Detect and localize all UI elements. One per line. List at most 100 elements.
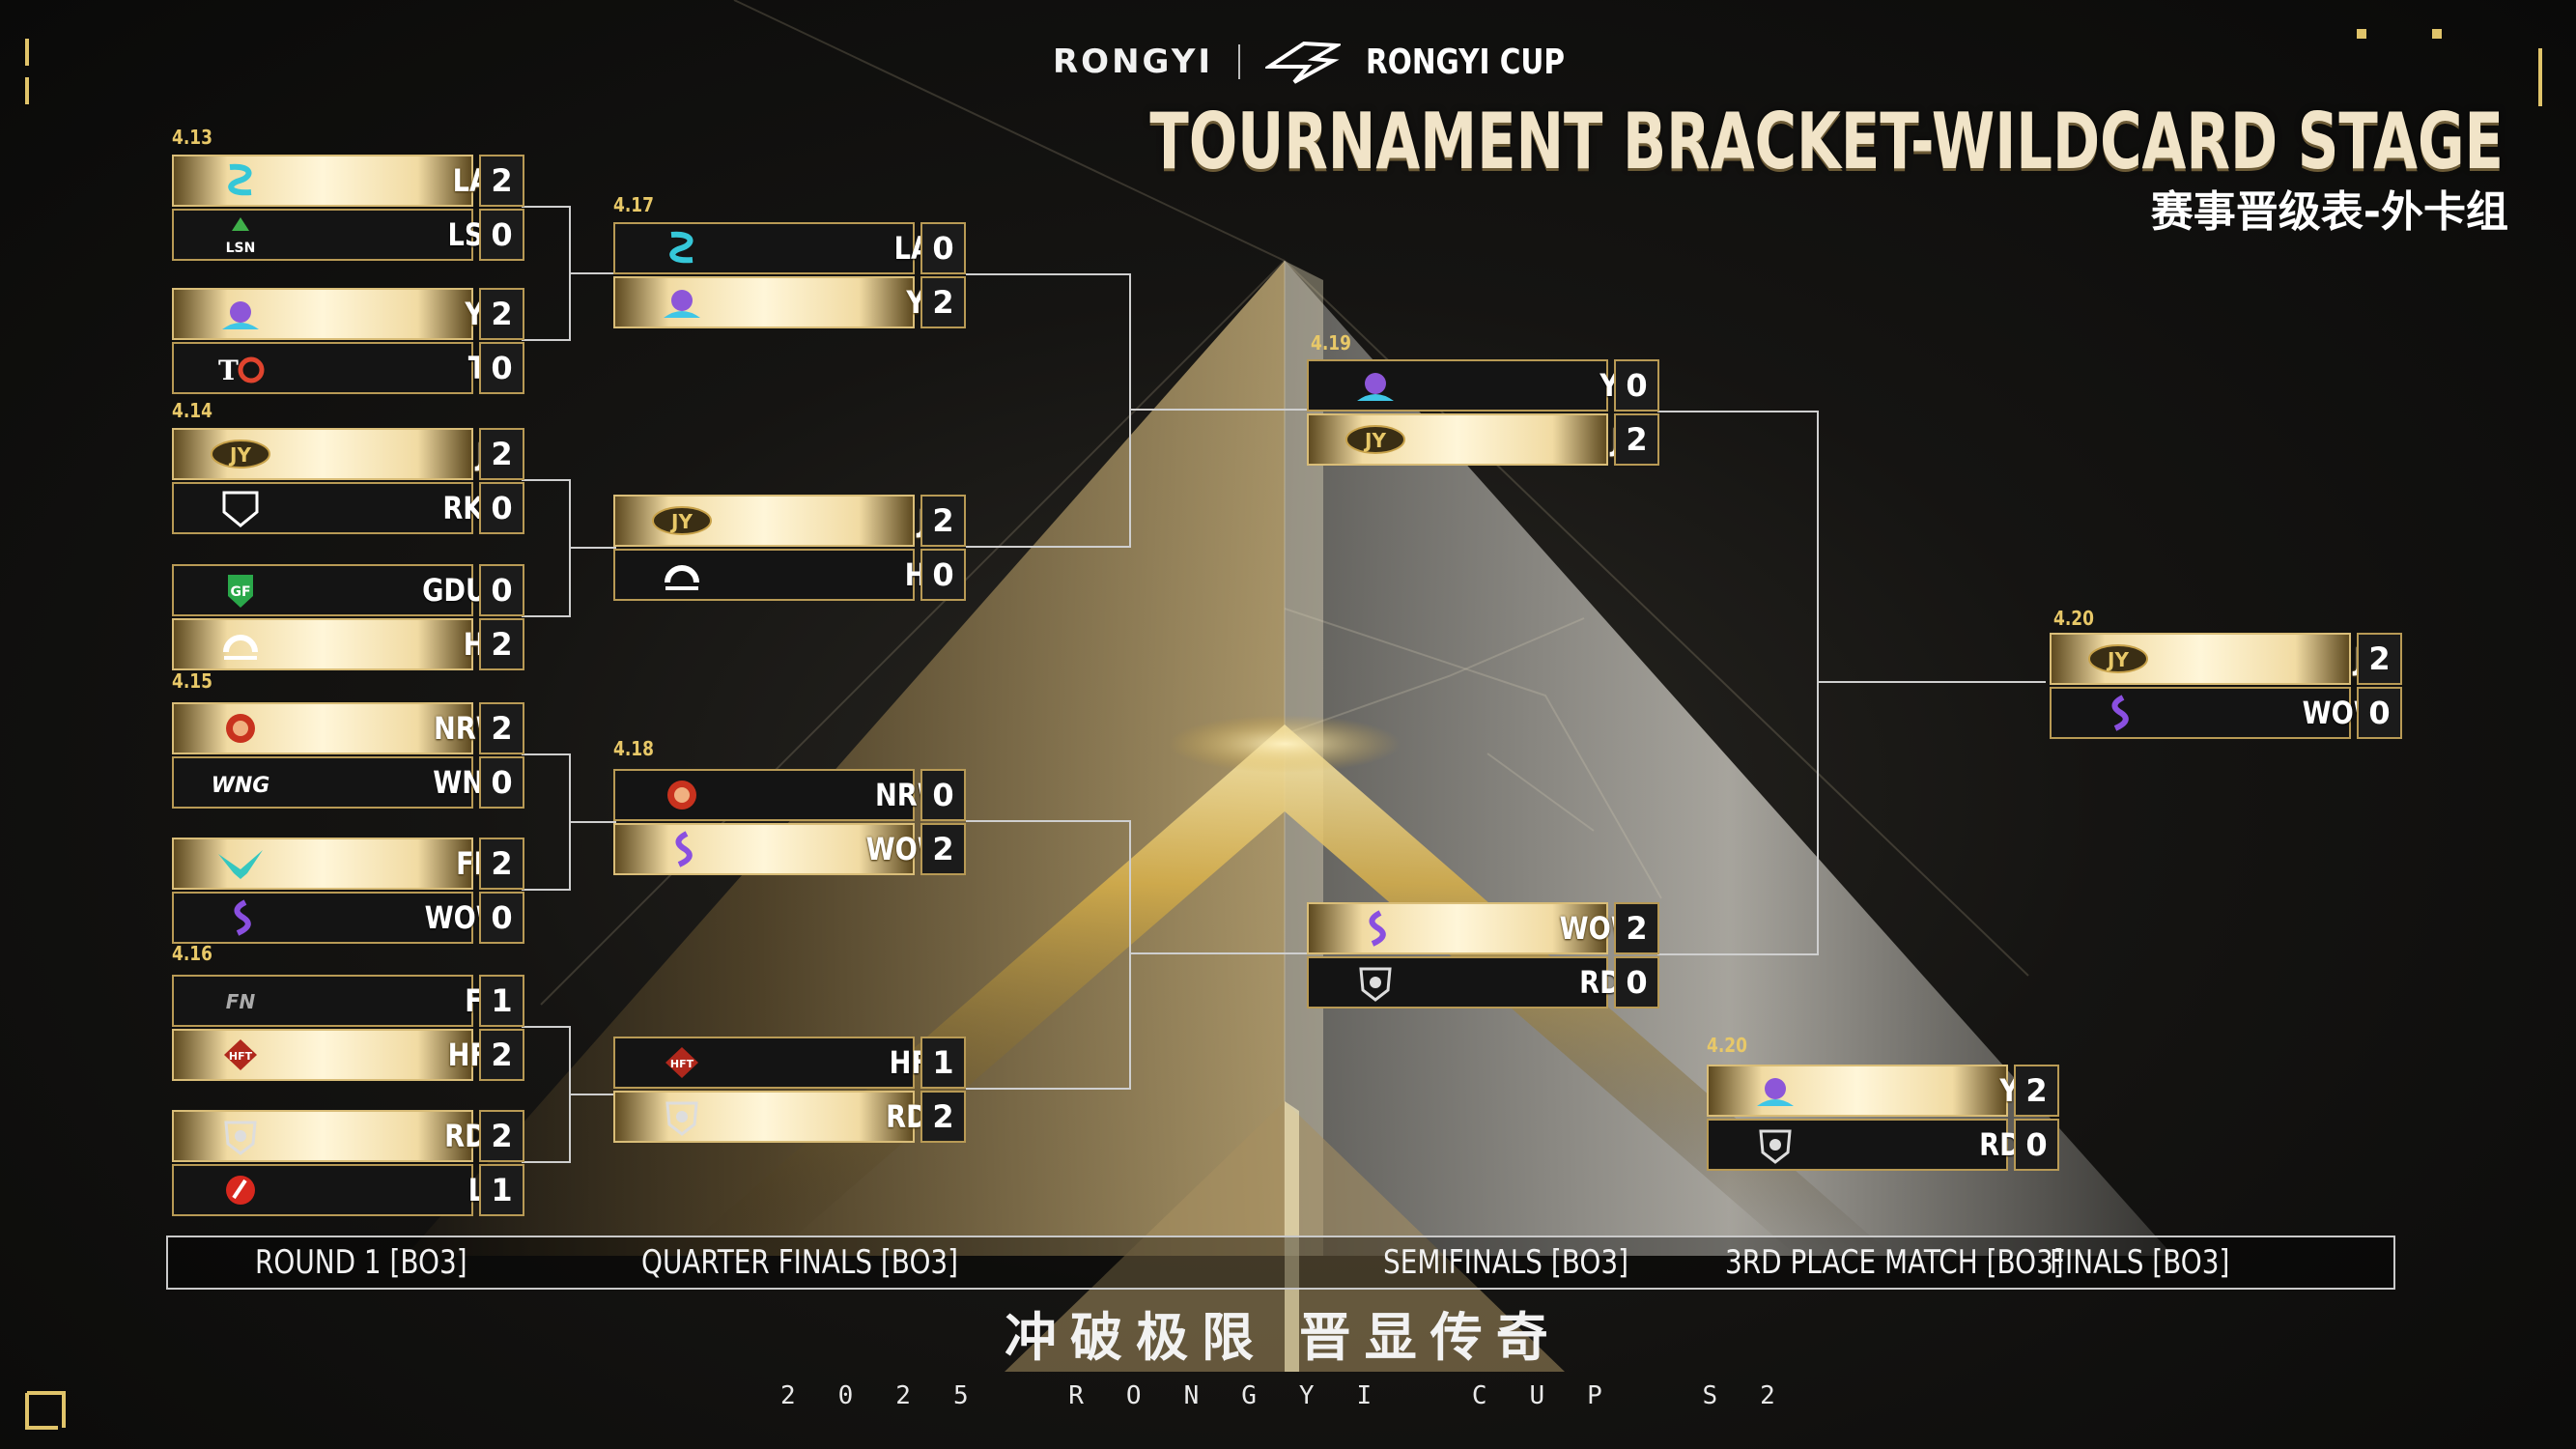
team-cell — [172, 564, 473, 616]
gf-green-shield-icon: GF — [228, 575, 253, 608]
team-score: 2 — [479, 1110, 524, 1162]
purple-ribbon-icon — [675, 831, 693, 867]
team-cell — [172, 702, 473, 754]
slogan: 冲破极限 晋显传奇 — [1005, 1307, 1562, 1368]
team-cell — [172, 482, 473, 534]
date-label: 4.13 — [172, 126, 212, 149]
rds-tiger-icon — [665, 1101, 698, 1136]
team-score: 0 — [479, 209, 524, 261]
team-row: FNFN1 — [172, 975, 524, 1027]
team-score: 1 — [920, 1037, 966, 1089]
team-score: 2 — [479, 288, 524, 340]
page-subtitle: 赛事晋级表-外卡组 — [2150, 187, 2508, 237]
team-score: 2 — [479, 838, 524, 890]
team-score: 2 — [1614, 413, 1659, 466]
svg-text:JY: JY — [2106, 648, 2129, 671]
team-cell — [172, 209, 473, 261]
team-cell — [172, 618, 473, 670]
team-score: 0 — [479, 892, 524, 944]
purple-ribbon-icon — [234, 899, 251, 936]
rkg-shield-icon — [222, 491, 259, 527]
purple-creature-icon — [1357, 373, 1394, 401]
svg-text:HFT: HFT — [670, 1058, 694, 1070]
purple-ribbon-icon — [1369, 910, 1386, 947]
jy-gold-badge-icon: JY — [2088, 644, 2148, 673]
brand-divider — [1237, 44, 1240, 79]
team-cell — [172, 1029, 473, 1081]
hr-rainbow-icon — [665, 565, 699, 590]
team-score: 2 — [920, 495, 966, 547]
rongyi-cup-logo-icon — [1264, 41, 1341, 84]
svg-text:T: T — [218, 355, 239, 386]
team-cell — [172, 342, 473, 394]
team-score: 0 — [479, 756, 524, 809]
team-cell — [613, 1091, 915, 1143]
rds-tiger-icon — [1759, 1129, 1792, 1164]
jy-gold-badge-icon: JY — [652, 506, 712, 535]
team-cell — [613, 549, 915, 601]
teal-bird-icon — [218, 850, 263, 879]
seahawk-s-icon — [669, 231, 694, 264]
team-cell — [613, 276, 915, 328]
team-cell — [172, 1110, 473, 1162]
svg-text:WNG: WNG — [212, 774, 270, 798]
match-sf1: YU0JYJY2 — [1307, 359, 1659, 468]
hr-rainbow-icon — [223, 635, 258, 660]
stage-label-semifinals: SEMIFINALS [BO3] — [1383, 1243, 1628, 1282]
bracket-connectors — [522, 206, 2046, 1163]
team-cell — [613, 1037, 915, 1089]
lsn-tree-icon: LSN — [226, 217, 255, 254]
fn-grey-icon: FN — [226, 990, 256, 1013]
team-row: HR2 — [172, 618, 524, 670]
team-score: 2 — [479, 428, 524, 480]
match-qf1: LAT0YU2 — [613, 222, 966, 330]
team-row: JYJY2 — [613, 495, 966, 547]
rds-tiger-icon — [1359, 967, 1392, 1002]
svg-text:GF: GF — [230, 584, 250, 600]
team-cell — [613, 769, 915, 821]
svg-text:JY: JY — [669, 510, 693, 533]
pyramid-glow-band — [676, 724, 1893, 1256]
team-cell — [172, 155, 473, 207]
date-label: 4.19 — [1311, 331, 1351, 355]
team-score: 0 — [920, 769, 966, 821]
match-r1m7: FNFN1HFTHFT2 — [172, 975, 524, 1083]
stage-labels-bar: ROUND 1 [BO3] QUARTER FINALS [BO3] SEMIF… — [166, 1236, 2395, 1290]
team-cell — [172, 288, 473, 340]
team-score: 2 — [479, 155, 524, 207]
brand-cup-name: RONGYI CUP — [1365, 42, 1566, 82]
team-score: 0 — [1614, 359, 1659, 412]
team-row: HR0 — [613, 549, 966, 601]
team-cell — [2050, 687, 2351, 739]
corner-bracket-icon — [25, 1391, 66, 1430]
tagline: 2025 RONGYI CUP S2 — [780, 1381, 1818, 1410]
team-cell — [172, 756, 473, 809]
match-r1m6: FLY2WOW0 — [172, 838, 524, 946]
team-score: 2 — [2014, 1065, 2059, 1117]
team-cell — [613, 222, 915, 274]
svg-text:HFT: HFT — [229, 1050, 253, 1063]
team-row: LK1 — [172, 1164, 524, 1216]
match-r1m4: GFGDUF0HR2 — [172, 564, 524, 672]
brand-name: RONGYI — [1053, 43, 1213, 81]
team-cell — [172, 975, 473, 1027]
team-row: YU0 — [1307, 359, 1659, 412]
team-score: 1 — [479, 1164, 524, 1216]
stage-label-finals: FINALS [BO3] — [2050, 1243, 2230, 1282]
team-score: 0 — [920, 549, 966, 601]
team-score: 2 — [920, 823, 966, 875]
